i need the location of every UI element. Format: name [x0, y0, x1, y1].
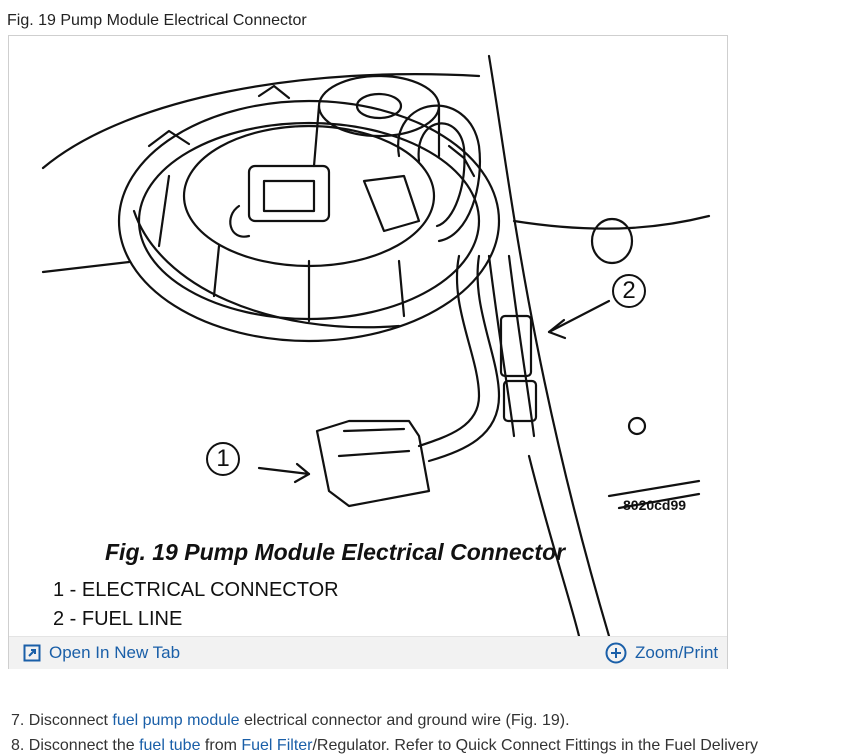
zoom-print-button[interactable]: Zoom/Print — [605, 641, 718, 665]
pump-module-drawing — [41, 54, 711, 636]
zoom-plus-icon — [605, 642, 627, 664]
open-new-tab-icon — [23, 644, 41, 662]
zoom-print-label: Zoom/Print — [635, 643, 719, 662]
open-new-tab-label: Open In New Tab — [49, 643, 181, 662]
figure-card: 1 2 8020cd99 Fig. 19 Pump Module Electri… — [8, 35, 728, 669]
legend-item-2: 2 - FUEL LINE — [53, 608, 183, 630]
figure-caption: Fig. 19 Pump Module Electrical Connector — [7, 12, 307, 29]
part-code: 8020cd99 — [623, 497, 687, 513]
fuel-filter-link[interactable]: Fuel Filter — [241, 737, 313, 754]
step-7-prefix: 7. Disconnect — [11, 712, 113, 729]
figure-action-bar: Open In New Tab Zoom/Print — [9, 636, 727, 669]
fuel-pump-module-link[interactable]: fuel pump module — [112, 712, 240, 729]
step-8-middle2: /Regulator. Refer to Quick Connect Fitti… — [312, 737, 759, 754]
figure-title: Fig. 19 Pump Module Electrical Connector — [105, 539, 566, 565]
step-8-middle: from — [200, 737, 242, 754]
callout-2: 2 — [612, 274, 646, 308]
figure-illustration[interactable]: 1 2 8020cd99 Fig. 19 Pump Module Electri… — [9, 36, 727, 636]
step-8: 8. Disconnect the fuel tube from Fuel Fi… — [11, 737, 758, 755]
step-7: 7. Disconnect fuel pump module electrica… — [11, 712, 570, 730]
step-8-prefix: 8. Disconnect the — [11, 737, 140, 754]
fuel-tube-link[interactable]: fuel tube — [139, 737, 201, 754]
legend-item-1: 1 - ELECTRICAL CONNECTOR — [53, 579, 339, 601]
step-7-middle: electrical connector and ground wire (Fi… — [239, 712, 570, 729]
callout-1: 1 — [206, 442, 240, 476]
open-new-tab-button[interactable]: Open In New Tab — [23, 641, 180, 665]
